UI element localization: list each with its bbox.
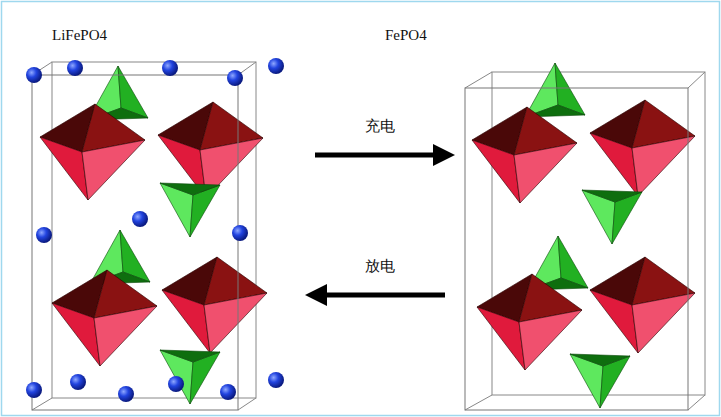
reaction-arrow [315,153,445,158]
feo6-octahedron [472,107,577,203]
feo6-octahedron [590,100,695,196]
li-ion [268,58,284,74]
cell-edge [465,72,492,88]
cell-edge [688,72,705,88]
li-ion [132,211,148,227]
po4-tetrahedron [160,350,220,404]
li-ions [26,58,284,402]
cell-front [465,88,688,410]
arrow-label: 放电 [362,257,398,276]
li-ion [67,60,83,76]
unit-cell: LiFePO4 [20,55,295,415]
li-ion [118,386,134,402]
li-ion [26,67,42,83]
po4-tetrahedron [160,183,220,237]
po4-tetrahedron [582,190,642,244]
arrow-label: 充电 [362,117,398,136]
cell-edge [32,398,52,410]
li-ion [232,225,248,241]
li-ion [162,60,178,76]
li-ion [220,384,236,400]
formula-label: LiFePO4 [52,27,107,44]
li-ion [70,374,86,390]
li-ion [268,372,284,388]
lifepo4-cell [26,58,284,410]
reaction-arrow [315,293,445,298]
cell-edge [688,395,705,410]
feo6-octahedron [40,104,145,200]
li-ion [26,382,42,398]
feo6-octahedron [590,257,695,353]
li-ion [36,227,52,243]
li-ion [168,376,184,392]
feo6-octahedron [52,270,157,366]
po4-tetrahedron [525,63,585,117]
li-ion [227,70,243,86]
cell-front [32,75,238,410]
cell-edge [238,398,256,410]
formula-label: FePO4 [385,27,427,44]
po4-tetrahedron [570,354,630,408]
fepo4-cell [465,63,705,410]
unit-cell: FePO4 [455,55,710,410]
feo6-octahedron [162,257,267,353]
feo6-octahedron [477,274,582,370]
cell-edge [465,395,492,410]
